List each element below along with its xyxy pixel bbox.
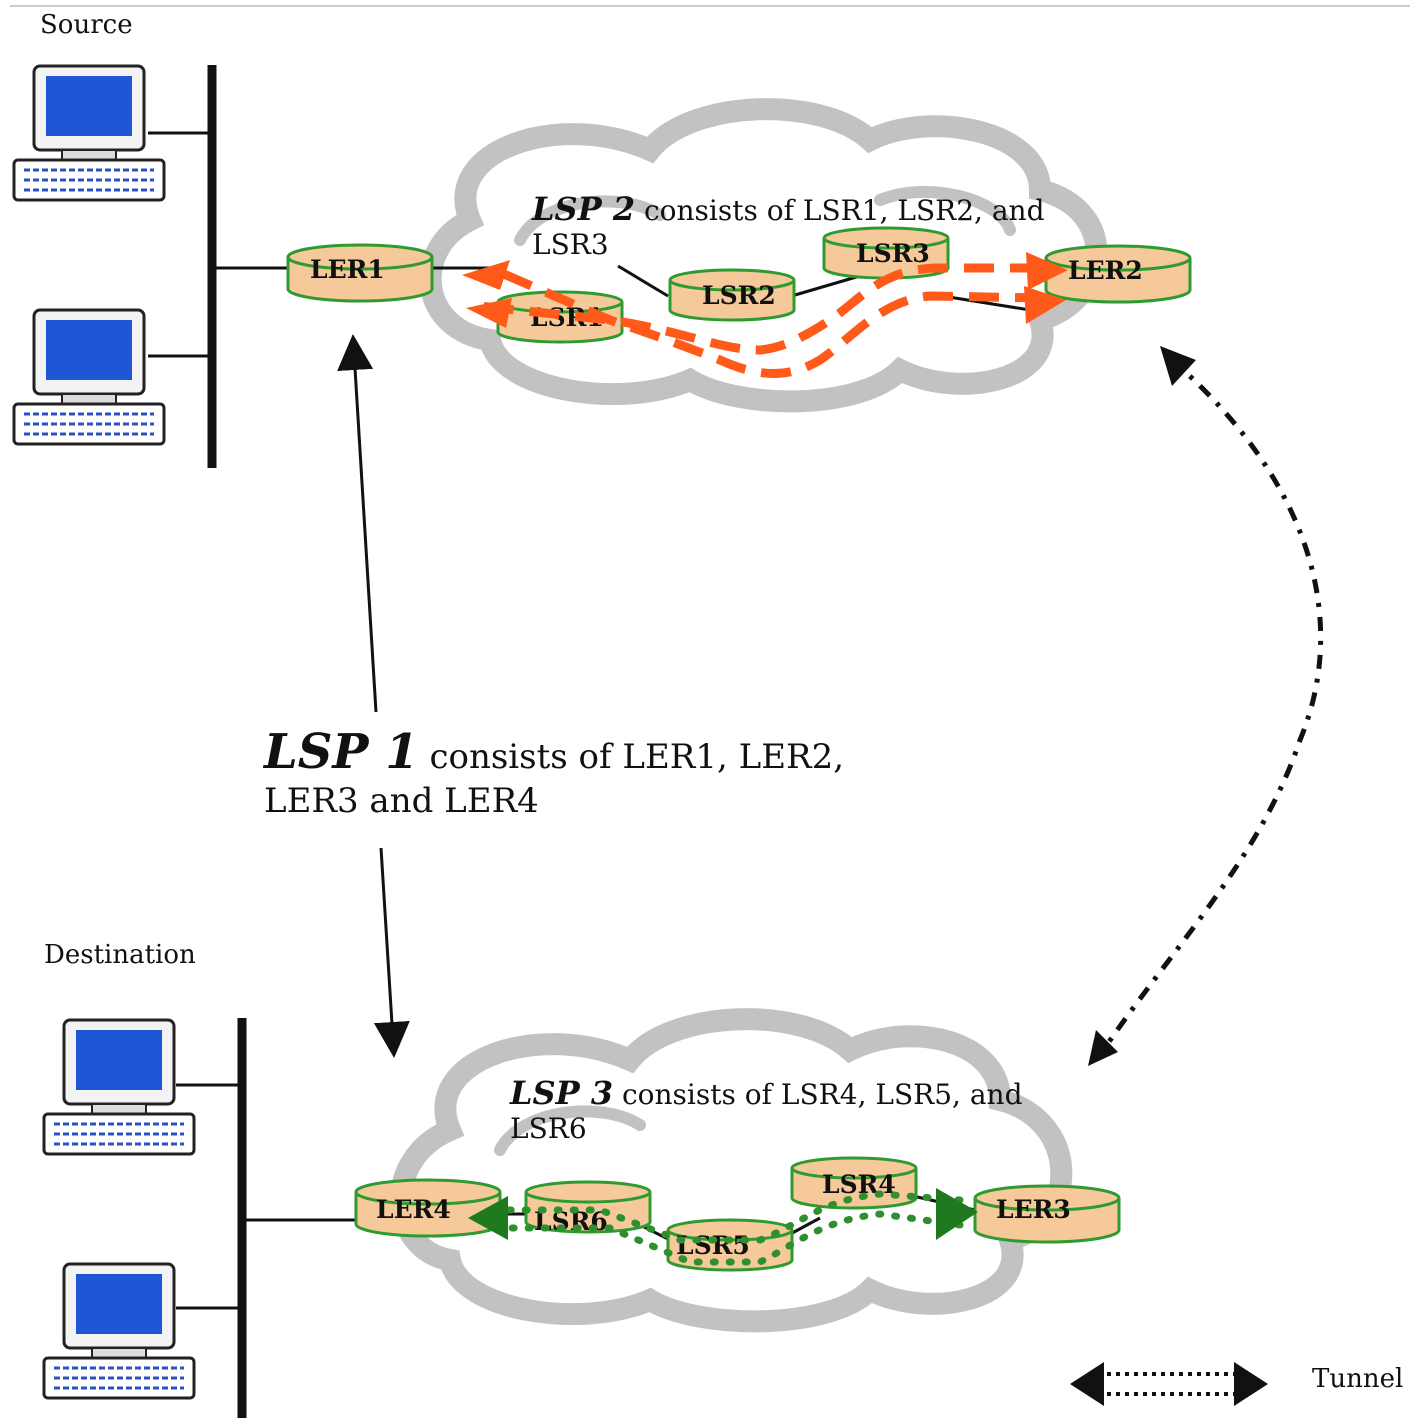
lsp3-title: LSP 3 [510,1074,614,1112]
cloud-icon [390,1008,1073,1333]
lsp2-text2: LSR3 [532,228,609,261]
source-label: Source [40,10,133,40]
node-ler1: LER1 [310,255,385,284]
lsp1-title: LSP 1 [264,724,419,780]
tunnel-path [1095,358,1324,1060]
node-lsr2: LSR2 [702,281,776,310]
node-ler2: LER2 [1068,256,1143,285]
lsp3-path [486,1190,964,1266]
lsp2-text: consists of LSR1, LSR2, and [643,194,1045,227]
lsp2-description: LSP 2 consists of LSR1, LSR2, and LSR3 [532,192,1045,262]
lsp3-text2: LSR6 [510,1112,587,1145]
lsp2-title: LSP 2 [532,190,636,228]
lsp2-path [469,263,1046,378]
computer-icon [42,1018,196,1156]
arrow-icon [337,334,378,713]
computer-icon [12,308,166,446]
tunnel-label: Tunnel [1312,1364,1404,1394]
node-lsr5: LSR5 [676,1231,750,1260]
lsp1-text2: LER3 and LER4 [264,781,539,821]
arrow-icon [373,847,410,1058]
destination-label: Destination [44,940,196,970]
node-ler4: LER4 [376,1195,451,1224]
node-lsr4: LSR4 [822,1170,896,1199]
computer-icon [12,64,166,202]
lsp1-text: consists of LER1, LER2, [429,737,845,777]
lsp1-description: LSP 1 consists of LER1, LER2, LER3 and L… [264,728,845,823]
tunnel-legend-icon [1070,1362,1268,1406]
lsp3-description: LSP 3 consists of LSR4, LSR5, and LSR6 [510,1076,1023,1146]
node-lsr3: LSR3 [856,239,930,268]
node-ler3: LER3 [996,1195,1071,1224]
lsp3-text: consists of LSR4, LSR5, and [621,1078,1023,1111]
computer-icon [42,1262,196,1400]
cloud-icon [419,98,1108,413]
